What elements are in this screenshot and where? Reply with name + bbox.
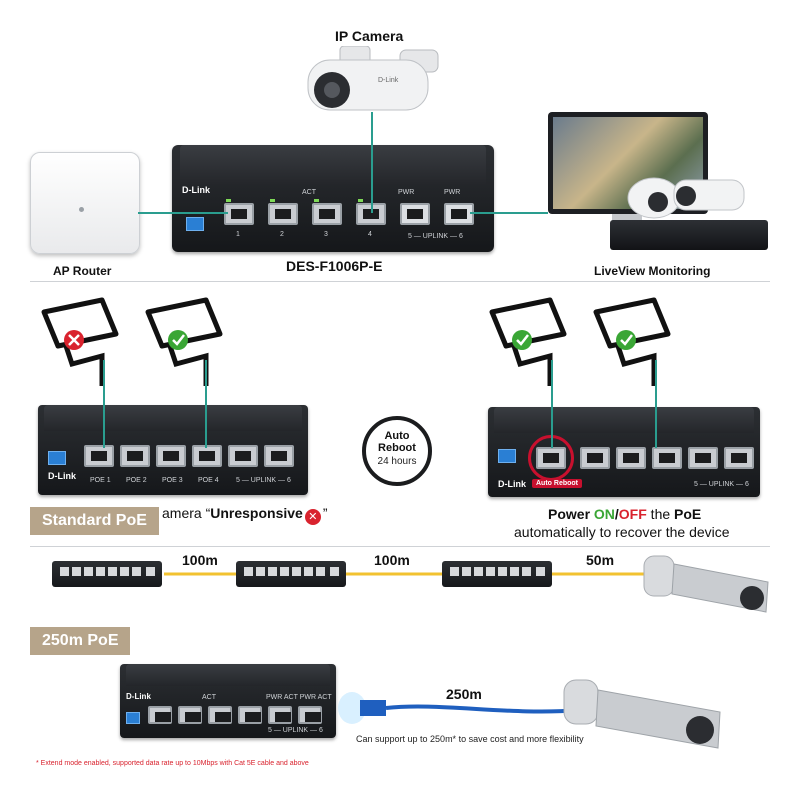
extended-switch-brand: D-Link xyxy=(126,692,151,701)
standard-poe-label: Standard PoE xyxy=(30,507,159,535)
right-connection-lines xyxy=(551,360,657,448)
chain-switch-1 xyxy=(52,561,162,587)
auto-reboot-sub: 24 hours xyxy=(377,456,417,467)
right-caption-a: Power xyxy=(548,506,594,522)
left-port-6 xyxy=(264,445,294,467)
extended-port-3 xyxy=(208,706,232,724)
right-caption-line1: Power ON/OFF the PoE xyxy=(548,506,701,522)
left-switch-brand: D-Link xyxy=(48,471,76,481)
right-caption-off: OFF xyxy=(618,506,647,522)
dip-switch[interactable] xyxy=(186,217,204,231)
extended-switch: D-Link ACT PWR ACT PWR ACT 5 — UPLINK — … xyxy=(120,664,336,738)
right-caption-poe: PoE xyxy=(674,506,702,522)
extended-port-6 xyxy=(298,706,322,724)
act-label: ACT xyxy=(302,189,316,196)
right-caption-line2: automatically to recover the device xyxy=(514,524,730,540)
unresponsive-x-icon: ✕ xyxy=(304,509,321,525)
left-port-2 xyxy=(120,445,150,467)
uplink-port-5 xyxy=(400,203,430,225)
left-caption-prefix: amera “ xyxy=(162,505,211,521)
left-poe-1: POE 1 xyxy=(90,477,111,484)
nvr-icon xyxy=(610,220,768,250)
left-dip-switch[interactable] xyxy=(48,451,66,465)
extended-act-label: ACT xyxy=(202,694,216,701)
distance-label-1: 100m xyxy=(182,552,218,568)
yellow-cables xyxy=(164,572,660,576)
right-caption-slash: / xyxy=(614,506,619,522)
right-port-5 xyxy=(688,447,718,469)
ap-router-label: AP Router xyxy=(53,264,112,278)
extended-port-1 xyxy=(148,706,172,724)
left-poe-2: POE 2 xyxy=(126,477,147,484)
extended-port-2 xyxy=(178,706,202,724)
port-number-3: 3 xyxy=(324,231,328,238)
right-port-6 xyxy=(724,447,754,469)
left-poe-4: POE 4 xyxy=(198,477,219,484)
port-number-4: 4 xyxy=(368,231,372,238)
extended-camera-icon xyxy=(563,679,721,749)
right-dip-switch[interactable] xyxy=(498,449,516,463)
right-port-4 xyxy=(652,447,682,469)
divider-middle xyxy=(30,546,770,547)
camera-recovered-icon-1 xyxy=(489,297,567,386)
auto-reboot-title: Auto Reboot xyxy=(378,430,416,454)
right-caption-b: the xyxy=(646,506,675,522)
bullet-camera-chain-icon xyxy=(643,555,769,613)
extended-poe-label: 250m PoE xyxy=(30,627,131,655)
port-2 xyxy=(268,203,298,225)
right-uplink: 5 — UPLINK — 6 xyxy=(694,481,749,488)
left-caption-bold: Unresponsive xyxy=(210,505,303,521)
port-number-1: 1 xyxy=(236,231,240,238)
port-4 xyxy=(356,203,386,225)
extended-uplink: 5 — UPLINK — 6 xyxy=(268,727,323,734)
auto-reboot-tag: Auto Reboot xyxy=(532,479,582,488)
ap-router-icon xyxy=(30,152,140,254)
ip-camera-label: IP Camera xyxy=(335,28,404,44)
left-caption-suffix: ” xyxy=(322,505,328,521)
right-caption-on: ON xyxy=(593,506,615,522)
extended-dip-switch[interactable] xyxy=(126,712,140,724)
auto-reboot-badge: Auto Reboot 24 hours xyxy=(362,416,432,486)
chain-switch-2 xyxy=(236,561,346,587)
camera-unresponsive-icon xyxy=(41,297,119,386)
main-switch: D-Link ACT PWR PWR 1 2 3 4 5 — UPLINK — … xyxy=(172,145,494,252)
port-3 xyxy=(312,203,342,225)
left-port-1 xyxy=(84,445,114,467)
footnote: * Extend mode enabled, supported data ra… xyxy=(36,760,309,767)
liveview-label: LiveView Monitoring xyxy=(594,264,711,278)
extended-pwr-label: PWR ACT PWR ACT xyxy=(266,694,332,701)
extended-distance-label: 250m xyxy=(446,686,482,702)
port-number-2: 2 xyxy=(280,231,284,238)
left-port-5 xyxy=(228,445,258,467)
camera-ok-icon-1 xyxy=(145,297,223,386)
pwr-label-2: PWR xyxy=(444,189,461,196)
pwr-label-1: PWR xyxy=(398,189,415,196)
ip-camera-icon: D-Link xyxy=(307,46,439,111)
left-port-3 xyxy=(156,445,186,467)
svg-text:D-Link: D-Link xyxy=(378,77,399,84)
switch-model-label: DES-F1006P-E xyxy=(286,258,383,274)
chain-switch-3 xyxy=(442,561,552,587)
divider-top xyxy=(30,281,770,282)
left-uplink: 5 — UPLINK — 6 xyxy=(236,477,291,484)
distance-label-2: 100m xyxy=(374,552,410,568)
right-switch: D-Link Auto Reboot 5 — UPLINK — 6 xyxy=(488,407,760,497)
top-connection-lines xyxy=(138,112,548,214)
distance-label-3: 50m xyxy=(586,552,615,568)
left-connection-lines xyxy=(103,360,207,448)
left-poe-3: POE 3 xyxy=(162,477,183,484)
left-caption: amera “Unresponsive✕” xyxy=(162,505,328,525)
right-switch-brand: D-Link xyxy=(498,479,526,489)
right-port-3 xyxy=(616,447,646,469)
left-switch: D-Link POE 1 POE 2 POE 3 POE 4 5 — UPLIN… xyxy=(38,405,308,495)
right-port-2 xyxy=(580,447,610,469)
extended-port-5 xyxy=(268,706,292,724)
switch-brand: D-Link xyxy=(182,185,210,195)
support-note: Can support up to 250m* to save cost and… xyxy=(356,734,584,744)
camera-recovered-icon-2 xyxy=(593,297,671,386)
uplink-label: 5 — UPLINK — 6 xyxy=(408,233,463,240)
blue-cable xyxy=(338,692,581,724)
extended-port-4 xyxy=(238,706,262,724)
bullet-camera-icon xyxy=(673,179,745,211)
